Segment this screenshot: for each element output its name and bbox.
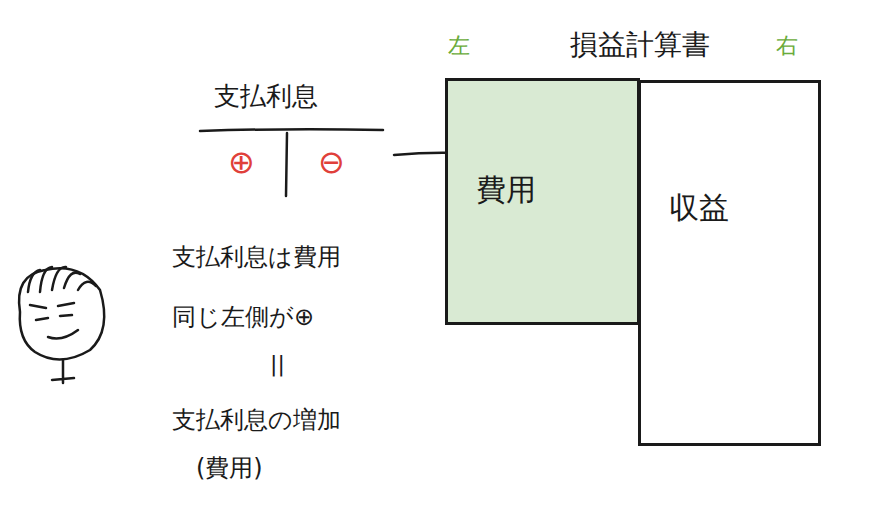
side-label: 右: [776, 34, 798, 58]
box-label: 収益: [669, 191, 729, 224]
box-label: 費用: [476, 173, 536, 206]
note-text: 支払利息は費用: [172, 244, 341, 270]
note-text: (費用): [196, 455, 263, 481]
revenue-box: 収益: [638, 80, 821, 446]
note-text: 支払利息の増加: [172, 407, 341, 433]
plus-mark: ⊕: [228, 145, 255, 180]
minus-mark: ⊖: [318, 145, 345, 180]
note-text: 同じ左側が⊕: [172, 304, 314, 330]
character-face: [19, 267, 104, 383]
side-label: 左: [448, 34, 470, 58]
statement-title: 損益計算書: [570, 30, 710, 61]
equals-mark: ||: [270, 352, 285, 376]
expense-box: 費用: [445, 78, 640, 325]
t-account-line: [200, 129, 383, 131]
account-name: 支払利息: [214, 82, 318, 111]
t-account-line: [286, 133, 287, 196]
